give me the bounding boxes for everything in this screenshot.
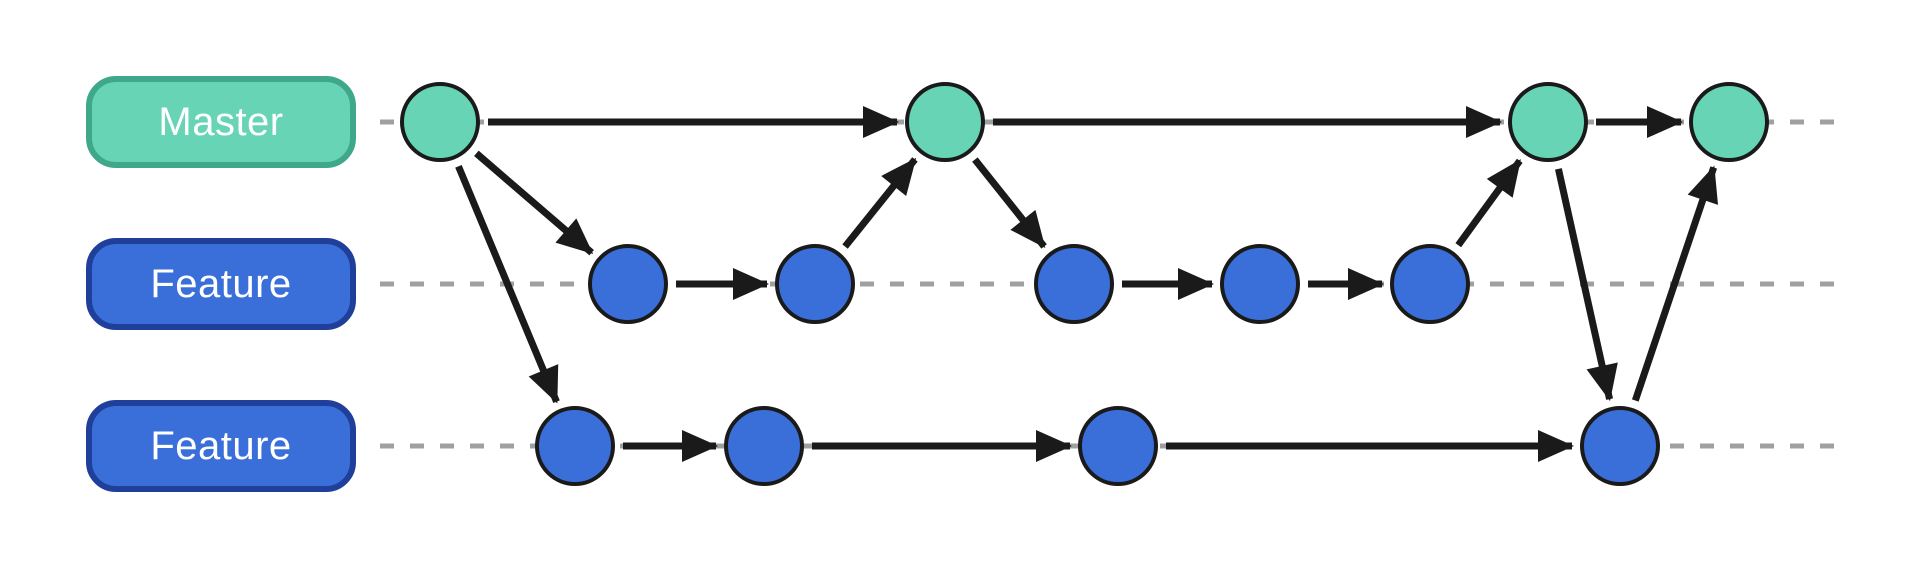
commit-node-m2 <box>905 82 985 162</box>
branch-label-feature2: Feature <box>86 400 356 492</box>
commit-node-a2 <box>775 244 855 324</box>
commit-node-b4 <box>1580 406 1660 486</box>
branch-label-master: Master <box>86 76 356 168</box>
arrow-m3-to-b4 <box>1554 168 1618 402</box>
arrow-a5-to-m3 <box>1455 158 1523 248</box>
commit-node-a5 <box>1390 244 1470 324</box>
commit-node-m4 <box>1689 82 1769 162</box>
arrow-m2-to-a3 <box>972 157 1047 249</box>
arrow-m1-to-b1 <box>455 164 560 404</box>
commit-arrows <box>455 106 1719 462</box>
commit-nodes <box>400 82 1769 486</box>
arrow-a2-to-m2 <box>842 157 918 249</box>
arrow-b4-to-m4 <box>1631 165 1719 402</box>
branch-label-feature1: Feature <box>86 238 356 330</box>
commit-node-b2 <box>724 406 804 486</box>
commit-node-a4 <box>1220 244 1300 324</box>
commit-node-b1 <box>535 406 615 486</box>
commit-node-b3 <box>1078 406 1158 486</box>
arrow-m1-to-a1 <box>474 150 594 256</box>
commit-node-a1 <box>588 244 668 324</box>
commit-node-m1 <box>400 82 480 162</box>
commit-node-a3 <box>1034 244 1114 324</box>
commit-node-m3 <box>1508 82 1588 162</box>
